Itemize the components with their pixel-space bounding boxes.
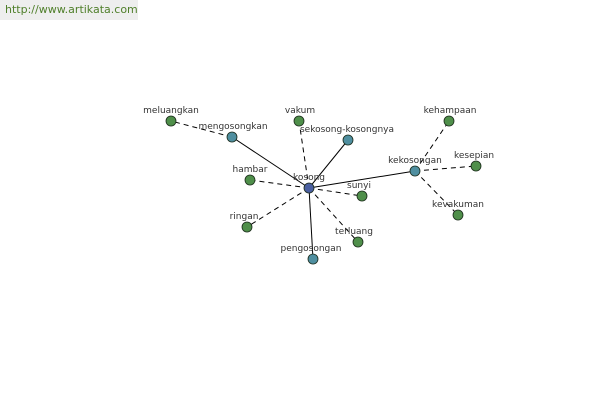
edge-kosong-mengosongkan	[231, 136, 310, 189]
edge-kosong-ringan	[246, 187, 310, 228]
node-terluang[interactable]	[352, 236, 364, 248]
labels-layer: kosong mengosongkan sekosong-kosongnya peng…	[143, 106, 494, 254]
edge-kosong-terluang	[308, 187, 359, 243]
node-label-kehampaan[interactable]: kehampaan	[424, 106, 477, 116]
node-label-terluang[interactable]: terluang	[335, 227, 373, 237]
edge-kekosongan-kevakuman	[414, 170, 459, 216]
node-label-ringan[interactable]: ringan	[230, 212, 259, 222]
node-label-mengosongkan[interactable]: mengosongkan	[198, 122, 267, 132]
node-label-sunyi[interactable]: sunyi	[347, 181, 371, 191]
edge-kosong-vakum	[298, 120, 310, 189]
node-label-hambar[interactable]: hambar	[233, 165, 268, 175]
node-label-vakum[interactable]: vakum	[285, 106, 315, 116]
node-kekosongan[interactable]	[409, 165, 421, 177]
node-sekosong-kosongnya[interactable]	[342, 134, 354, 146]
node-vakum[interactable]	[293, 115, 305, 127]
node-mengosongkan[interactable]	[226, 131, 238, 143]
node-label-sekosong-kosongnya[interactable]: sekosong-kosongnya	[300, 125, 394, 135]
edge-kekosongan-kesepian	[414, 165, 477, 172]
edge-kosong-hambar	[249, 179, 310, 189]
node-hambar[interactable]	[244, 174, 256, 186]
nodes-layer	[165, 115, 482, 265]
node-meluangkan[interactable]	[165, 115, 177, 127]
node-ringan[interactable]	[241, 221, 253, 233]
node-kesepian[interactable]	[470, 160, 482, 172]
edge-kosong-kekosongan	[308, 170, 416, 189]
node-sunyi[interactable]	[356, 190, 368, 202]
edge-kekosongan-kehampaan	[414, 120, 450, 172]
edge-kosong-pengosongan	[308, 187, 314, 260]
site-url-banner[interactable]: http://www.artikata.com	[0, 0, 138, 20]
edge-mengosongkan-meluangkan	[170, 120, 233, 138]
node-label-kosong[interactable]: kosong	[293, 173, 325, 183]
node-label-pengosongan[interactable]: pengosongan	[280, 244, 341, 254]
node-label-meluangkan[interactable]: meluangkan	[143, 106, 199, 116]
node-label-kesepian[interactable]: kesepian	[454, 151, 494, 161]
node-kevakuman[interactable]	[452, 209, 464, 221]
site-url-text[interactable]: http://www.artikata.com	[5, 3, 138, 16]
edges-layer	[170, 120, 477, 260]
node-pengosongan[interactable]	[307, 253, 319, 265]
node-kosong[interactable]	[303, 182, 315, 194]
node-kehampaan[interactable]	[443, 115, 455, 127]
edge-kosong-sekosong-kosongnya	[308, 139, 349, 189]
node-label-kevakuman[interactable]: kevakuman	[432, 200, 484, 210]
node-label-kekosongan[interactable]: kekosongan	[388, 156, 442, 166]
